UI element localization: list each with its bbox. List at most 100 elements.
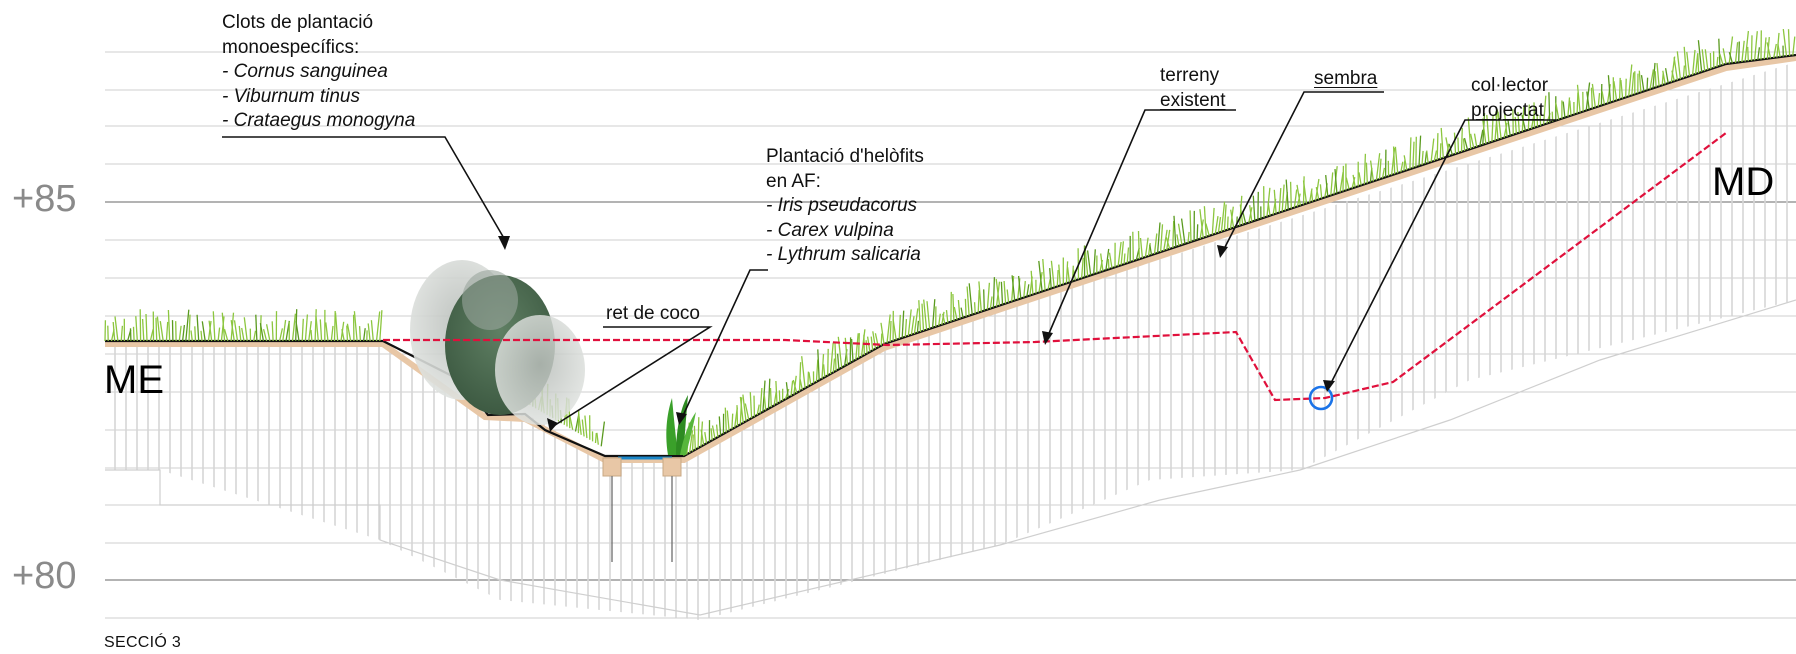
grass-blade bbox=[1473, 133, 1478, 148]
grass-blade bbox=[775, 380, 778, 404]
grass-blade bbox=[1433, 150, 1438, 162]
grass-blade bbox=[916, 320, 920, 333]
grass-blade bbox=[1734, 42, 1739, 63]
grass-blade bbox=[1403, 160, 1406, 172]
grass-blade bbox=[1403, 155, 1408, 171]
grass-blade bbox=[1409, 137, 1412, 170]
grass-blade bbox=[1631, 72, 1635, 96]
grass-blade bbox=[1676, 51, 1682, 80]
grass-blade bbox=[941, 311, 945, 325]
grass-blade bbox=[870, 336, 874, 351]
grass-blade bbox=[785, 382, 789, 398]
grass-blade bbox=[1267, 202, 1271, 216]
grass-blade bbox=[904, 319, 908, 337]
grass-blade bbox=[1352, 174, 1356, 188]
grass-blade bbox=[1597, 93, 1601, 107]
grass-blade bbox=[1042, 258, 1046, 291]
grass-blade bbox=[1026, 284, 1030, 297]
grass-blade bbox=[190, 330, 193, 342]
helophyte-plant bbox=[666, 395, 696, 455]
grass-blade bbox=[308, 321, 312, 342]
grass-blade bbox=[1773, 43, 1777, 59]
grass-blade bbox=[1172, 220, 1175, 249]
grass-blade bbox=[1495, 111, 1499, 140]
grass-blade bbox=[568, 414, 574, 430]
grass-blade bbox=[353, 311, 358, 342]
grass-blade bbox=[1358, 172, 1362, 186]
grass-blade bbox=[1249, 205, 1253, 222]
grass-blade bbox=[889, 320, 892, 343]
grass-blade bbox=[832, 358, 836, 373]
grass-blade bbox=[1117, 241, 1122, 267]
grass-blade bbox=[1763, 37, 1767, 60]
grass-blade bbox=[1638, 70, 1642, 93]
grass-blade bbox=[1049, 268, 1052, 289]
grass-blade bbox=[1628, 64, 1633, 97]
grass-blade bbox=[188, 314, 191, 342]
grass-blade bbox=[1334, 169, 1338, 194]
grass-blade bbox=[1339, 172, 1344, 193]
grass-blade bbox=[1156, 222, 1161, 254]
subsoil-steps bbox=[105, 299, 1796, 616]
grass-blade bbox=[821, 354, 825, 379]
grass-blade bbox=[1664, 68, 1669, 84]
grass-blade bbox=[739, 396, 744, 423]
grass-blade bbox=[907, 309, 912, 336]
grass-blade bbox=[1066, 267, 1071, 283]
grass-blade bbox=[921, 303, 925, 331]
grass-blade bbox=[693, 425, 696, 450]
grass-blade bbox=[238, 325, 242, 342]
channel-bottom bbox=[602, 456, 682, 562]
grass-blade bbox=[931, 299, 936, 328]
grass-blade bbox=[1555, 102, 1560, 120]
grass-blade bbox=[1738, 41, 1740, 63]
left-margin-label: ME bbox=[104, 358, 164, 402]
grass-blade bbox=[1375, 153, 1381, 181]
grass-blade bbox=[769, 387, 772, 408]
grass-blade bbox=[370, 320, 374, 342]
grass-blade bbox=[262, 329, 268, 342]
grass-blade bbox=[594, 432, 597, 444]
grass-blade bbox=[1697, 40, 1703, 73]
grass-blade bbox=[691, 434, 694, 452]
grass-blade bbox=[304, 314, 309, 342]
label-collector-projectat: col·lector projectat bbox=[1471, 75, 1549, 121]
grass-blade bbox=[886, 314, 891, 344]
grass-blade bbox=[1006, 289, 1010, 303]
grass-blade bbox=[1030, 270, 1034, 295]
grass-blade bbox=[255, 314, 258, 342]
grass-blade bbox=[367, 323, 371, 342]
section-title: SECCIÓ 3 bbox=[104, 634, 182, 651]
leader-lines bbox=[222, 91, 1556, 428]
grass-blade bbox=[1750, 35, 1753, 61]
grass-blade bbox=[1176, 234, 1180, 247]
grass-blade bbox=[230, 320, 235, 342]
grass-blade bbox=[1105, 248, 1110, 271]
grass-blade bbox=[1132, 231, 1134, 262]
grass-blade bbox=[243, 317, 248, 342]
grass-blade bbox=[291, 313, 297, 342]
grass-blade bbox=[1050, 260, 1055, 288]
grass-blade bbox=[700, 429, 705, 446]
grass-blade bbox=[1369, 160, 1375, 182]
grass-blade bbox=[1107, 258, 1110, 270]
grass-blade bbox=[233, 320, 239, 342]
grass-blade bbox=[1217, 217, 1222, 233]
grass-blade bbox=[923, 299, 928, 330]
grass-blade bbox=[1701, 49, 1706, 72]
grass-blade bbox=[1345, 177, 1350, 190]
grass-blade bbox=[953, 306, 958, 320]
grass-blade bbox=[178, 325, 182, 342]
grass-blade bbox=[1716, 56, 1719, 68]
grass-blade bbox=[1652, 62, 1656, 89]
grass-blade bbox=[1463, 137, 1469, 151]
grass-blade bbox=[333, 310, 336, 342]
grass-blade bbox=[1252, 195, 1256, 221]
grass-blade bbox=[798, 362, 802, 392]
grass-blade bbox=[901, 310, 905, 338]
grass-blade bbox=[319, 319, 323, 342]
grass-blade bbox=[1211, 207, 1215, 235]
grass-blade bbox=[346, 325, 349, 342]
grass-blade bbox=[330, 325, 334, 342]
